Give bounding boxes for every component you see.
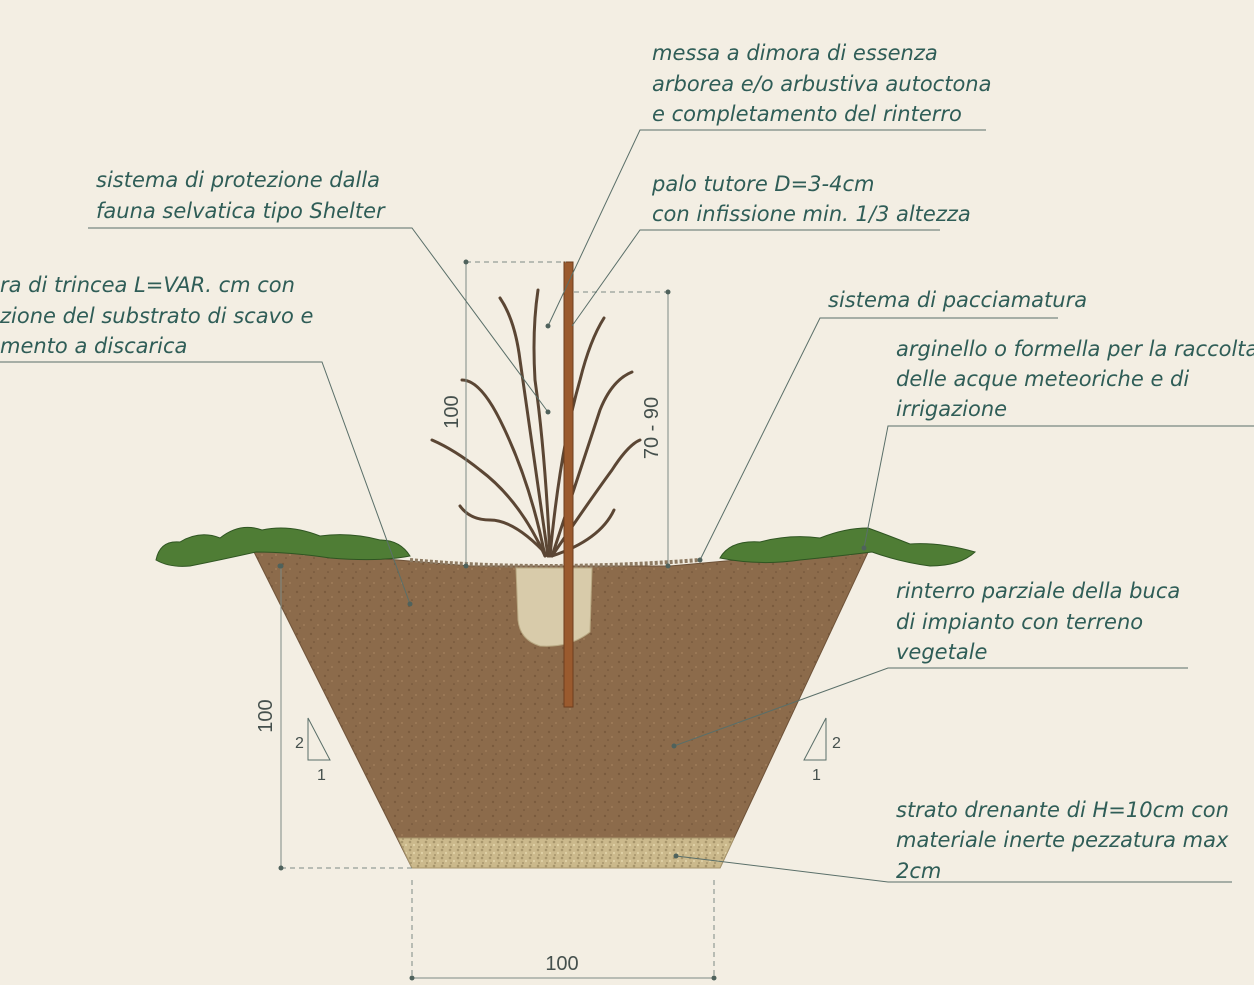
slope-right-rise: 2 <box>832 735 841 752</box>
slope-indicator-right: 2 1 <box>803 717 841 784</box>
label-rinterro: rinterro parziale della buca di impianto… <box>896 579 1187 664</box>
grass-berm-left <box>155 526 411 567</box>
dimension-stake-height <box>574 289 671 569</box>
grass-berm-right <box>719 527 976 567</box>
drainage-gravel-layer <box>397 837 735 869</box>
leader-lines <box>0 129 1254 883</box>
slope-left-run: 1 <box>317 767 326 784</box>
slope-right-run: 1 <box>812 767 821 784</box>
slope-indicator-left: 2 1 <box>295 717 331 784</box>
label-strato-drenante: strato drenante di H=10cm con materiale … <box>896 798 1236 883</box>
dimension-trench-depth <box>278 563 412 871</box>
stake-height-value: 70 - 90 <box>641 397 663 459</box>
shrub-branches <box>430 288 642 558</box>
mulch-layer <box>409 558 701 568</box>
label-trincea: ra di trincea L=VAR. cm con zione del su… <box>0 273 320 358</box>
label-arginello: arginello o formella per la raccolta del… <box>896 337 1254 421</box>
label-pacciamatura: sistema di pacciamatura <box>828 288 1087 312</box>
trench-depth-value: 100 <box>255 699 277 732</box>
dimension-plant-height <box>463 259 566 569</box>
label-shelter: sistema di protezione dalla fauna selvat… <box>96 168 387 223</box>
stake <box>563 261 574 708</box>
slope-left-rise: 2 <box>295 735 304 752</box>
label-messa-dimora: messa a dimora di essenza arborea e/o ar… <box>652 41 998 126</box>
plant-height-value: 100 <box>441 395 463 428</box>
root-ball <box>515 567 593 647</box>
dimension-trench-base <box>409 880 717 981</box>
trench-base-value: 100 <box>545 953 578 975</box>
label-palo-tutore: palo tutore D=3-4cm con infissione min. … <box>651 172 971 226</box>
